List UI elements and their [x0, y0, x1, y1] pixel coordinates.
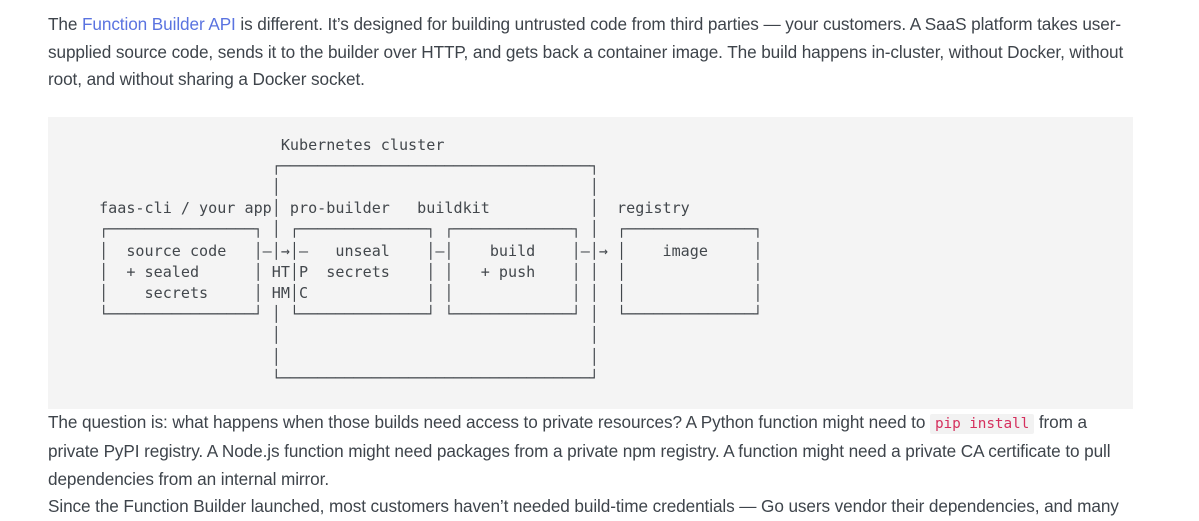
paragraph-private-before-code: The question is: what happens when those… [48, 411, 930, 432]
paragraph-intro: The Function Builder API is different. I… [48, 0, 1133, 94]
architecture-diagram-block: Kubernetes cluster ┌────────────────────… [48, 116, 1133, 409]
paragraph-since-launch: Since the Function Builder launched, mos… [48, 496, 1119, 517]
paragraph-private-resources: The question is: what happens when those… [48, 409, 1133, 494]
paragraph-intro-before-link: The [48, 14, 82, 34]
article-page: The Function Builder API is different. I… [48, 0, 1133, 516]
function-builder-api-link[interactable]: Function Builder API [82, 14, 236, 34]
paragraph-intro-after-link: is different. It’s designed for building… [48, 14, 1124, 89]
ascii-architecture-diagram: Kubernetes cluster ┌────────────────────… [99, 135, 763, 387]
pip-install-code: pip install [929, 413, 1035, 434]
